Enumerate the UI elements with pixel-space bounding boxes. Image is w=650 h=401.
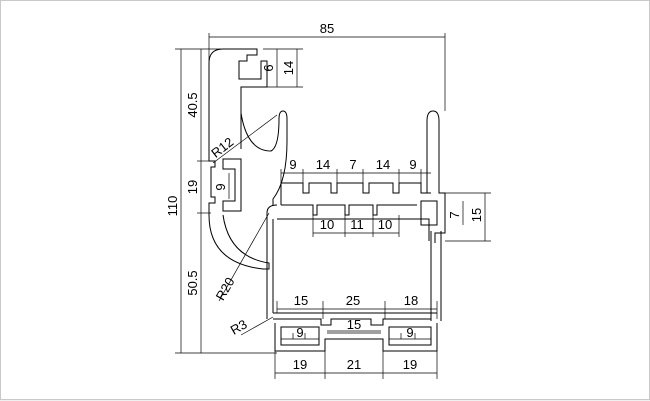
dim-tooth-3: 7 — [349, 157, 356, 172]
dim-base-bottom-2: 21 — [347, 357, 361, 372]
dim-radius-upper: R12 — [208, 134, 236, 161]
dim-base-bottom-3: 19 — [403, 357, 417, 372]
dim-base-top-1: 15 — [294, 293, 308, 308]
dim-middle-height: 19 — [185, 180, 200, 194]
dim-base-top-3: 18 — [404, 293, 418, 308]
dim-slot-small: 6 — [261, 64, 276, 71]
dim-base-bottom-1: 19 — [293, 357, 307, 372]
dim-foot-left: 9 — [296, 325, 303, 340]
dim-tooth-2: 14 — [316, 157, 330, 172]
dimension-labels: 85 110 40.5 19 50.5 6 14 R12 9 9 14 7 14… — [165, 21, 484, 372]
profile-outline — [208, 48, 446, 352]
dim-side-slot: 9 — [213, 183, 228, 190]
dim-lower-2: 11 — [350, 217, 364, 232]
dim-right-small: 7 — [447, 211, 462, 218]
dim-tooth-5: 9 — [409, 157, 416, 172]
dim-right-large: 15 — [469, 208, 484, 222]
dim-tooth-1: 9 — [289, 157, 296, 172]
dim-tooth-4: 14 — [376, 157, 390, 172]
dim-radius-lower: R20 — [213, 275, 238, 303]
dim-slot-large: 14 — [281, 61, 296, 75]
dim-radius-corner: R3 — [228, 316, 250, 337]
dim-overall-height: 110 — [165, 196, 180, 217]
dim-top-height: 40.5 — [185, 92, 200, 117]
dim-lower-3: 10 — [378, 217, 392, 232]
dim-overall-width: 85 — [320, 21, 334, 36]
dim-base-mid: 15 — [347, 317, 361, 332]
dim-foot-right: 9 — [406, 325, 413, 340]
dim-bottom-height: 50.5 — [185, 270, 200, 295]
dimension-lines — [175, 33, 491, 379]
dim-lower-1: 10 — [320, 217, 334, 232]
dim-base-top-2: 25 — [346, 293, 360, 308]
